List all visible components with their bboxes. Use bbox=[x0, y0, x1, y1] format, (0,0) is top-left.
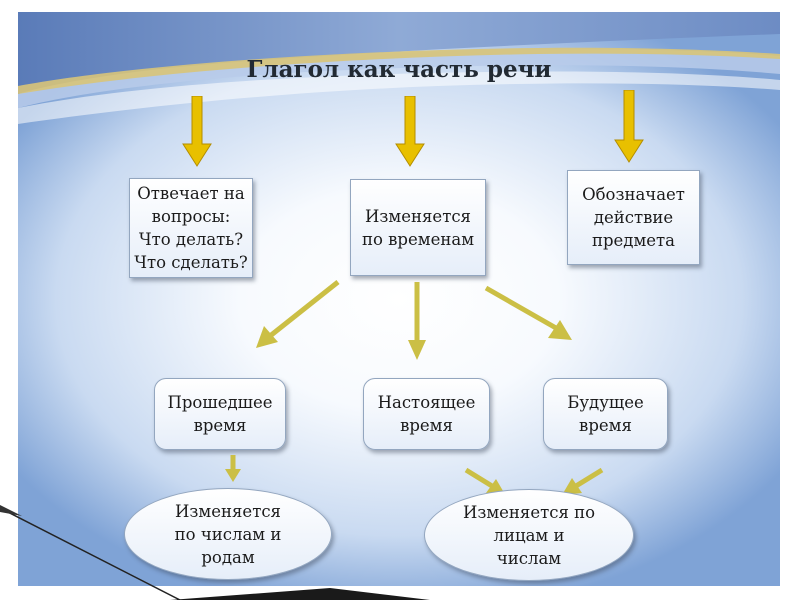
box-answers-questions: Отвечает на вопросы: Что делать? Что сде… bbox=[129, 178, 253, 278]
arrow-future-to-persons-numbers bbox=[562, 467, 604, 495]
arrow-to-past bbox=[256, 280, 340, 348]
box-past-tense: Прошедшее время bbox=[154, 378, 286, 450]
box-present-tense: Настоящее время bbox=[363, 378, 490, 450]
header-swoosh-decoration bbox=[18, 12, 780, 124]
arrow-down-to-tenses bbox=[395, 96, 425, 167]
arrow-to-future bbox=[484, 285, 572, 340]
arrow-past-to-numbers-genders bbox=[225, 455, 241, 482]
arrow-down-to-questions bbox=[182, 96, 212, 167]
arrow-to-present bbox=[408, 282, 426, 360]
box-future-tense: Будущее время bbox=[543, 378, 668, 450]
slide: Глагол как часть речи Отвечает на вопрос… bbox=[18, 12, 780, 586]
box-changes-by-tense: Изменяется по временам bbox=[350, 179, 486, 276]
arrow-down-to-action bbox=[614, 90, 644, 163]
oval-changes-by-numbers-genders: Изменяется по числам и родам bbox=[124, 488, 332, 580]
oval-changes-by-persons-numbers: Изменяется по лицам и числам bbox=[424, 489, 634, 581]
diagram-title: Глагол как часть речи bbox=[246, 56, 552, 83]
box-denotes-action: Обозначает действие предмета bbox=[567, 170, 700, 265]
